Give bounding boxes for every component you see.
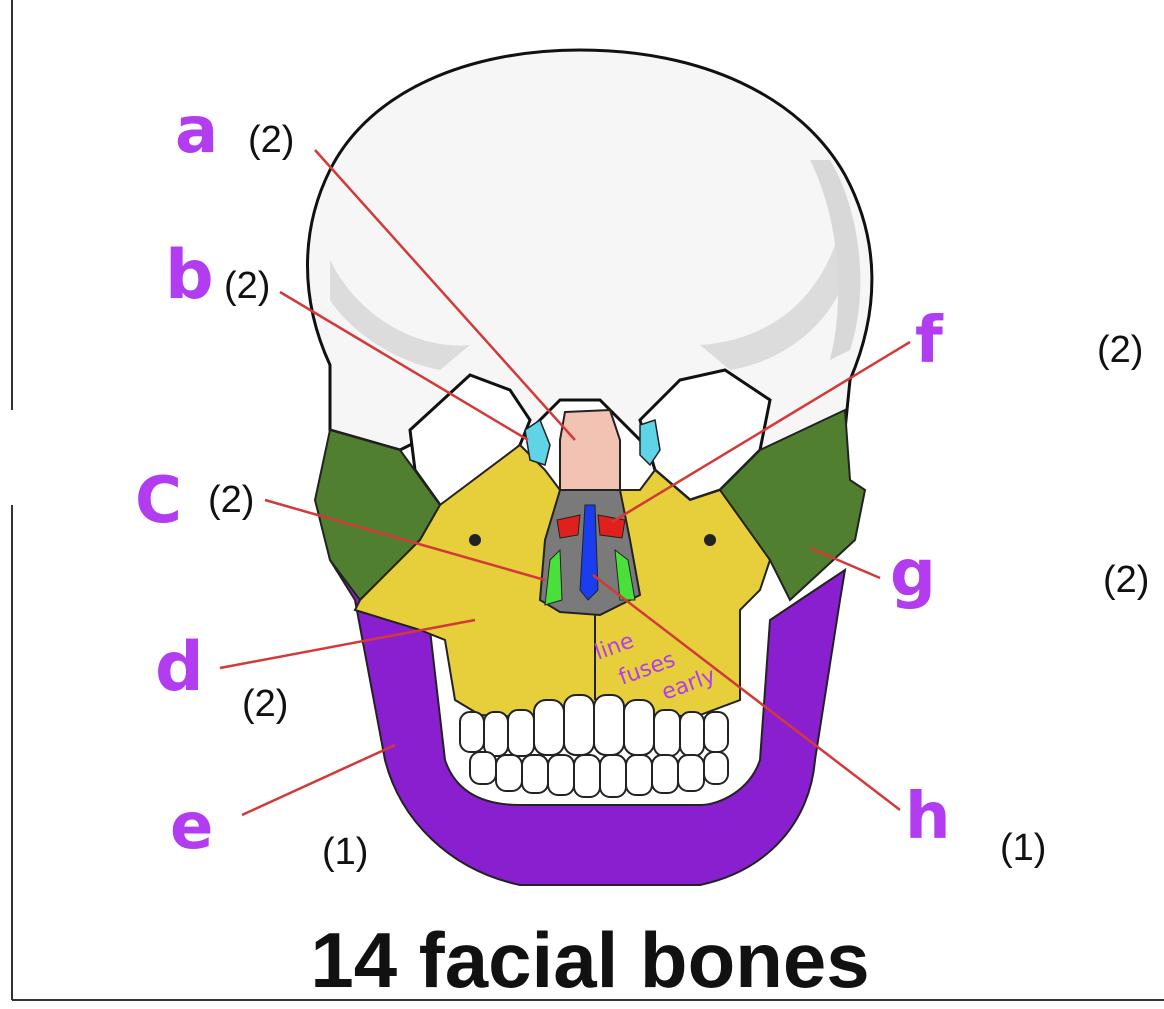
nasal-bones xyxy=(559,408,621,491)
right-lacrimal xyxy=(639,419,661,467)
right-foramen xyxy=(704,534,716,546)
label-letter-b: b xyxy=(165,236,214,315)
leader-e xyxy=(241,743,396,817)
leader-f xyxy=(611,340,911,524)
leader-h xyxy=(592,574,901,811)
label-count-c: (2) xyxy=(208,479,254,521)
leader-lines xyxy=(219,149,911,817)
label-letter-g: g xyxy=(890,537,936,611)
label-letter-a: a xyxy=(175,94,218,168)
leader-c xyxy=(264,498,546,582)
cranium xyxy=(306,48,874,452)
left-lacrimal xyxy=(524,418,551,466)
upper-teeth xyxy=(459,694,729,757)
leader-b xyxy=(279,290,529,442)
label-count-g: (2) xyxy=(1103,559,1149,601)
palatine-left xyxy=(556,514,581,539)
label-count-e: (1) xyxy=(322,831,368,873)
label-count-h: (1) xyxy=(1000,827,1046,869)
cranium-shading-left xyxy=(330,260,470,370)
leader-g xyxy=(809,546,881,580)
diagram-title: 14 facial bones xyxy=(310,916,870,1004)
label-letter-h: h xyxy=(905,780,951,854)
cranium-shading-edge xyxy=(810,160,861,360)
label-letter-d: d xyxy=(155,628,204,707)
label-count-a: (2) xyxy=(248,119,294,161)
label-letter-c: C xyxy=(135,464,182,538)
label-count-b: (2) xyxy=(224,265,270,307)
label-count-f: (2) xyxy=(1097,329,1143,371)
cranium-shading-right xyxy=(700,230,845,370)
lower-teeth xyxy=(469,751,729,798)
leader-d xyxy=(219,618,476,670)
left-foramen xyxy=(469,534,481,546)
leader-a xyxy=(314,149,576,441)
label-letter-f: f xyxy=(915,304,944,378)
label-letter-e: e xyxy=(170,790,213,864)
mandible xyxy=(329,559,847,886)
left-inferior-concha xyxy=(544,548,563,606)
right-inferior-concha xyxy=(614,548,636,601)
label-count-d: (2) xyxy=(242,683,288,725)
